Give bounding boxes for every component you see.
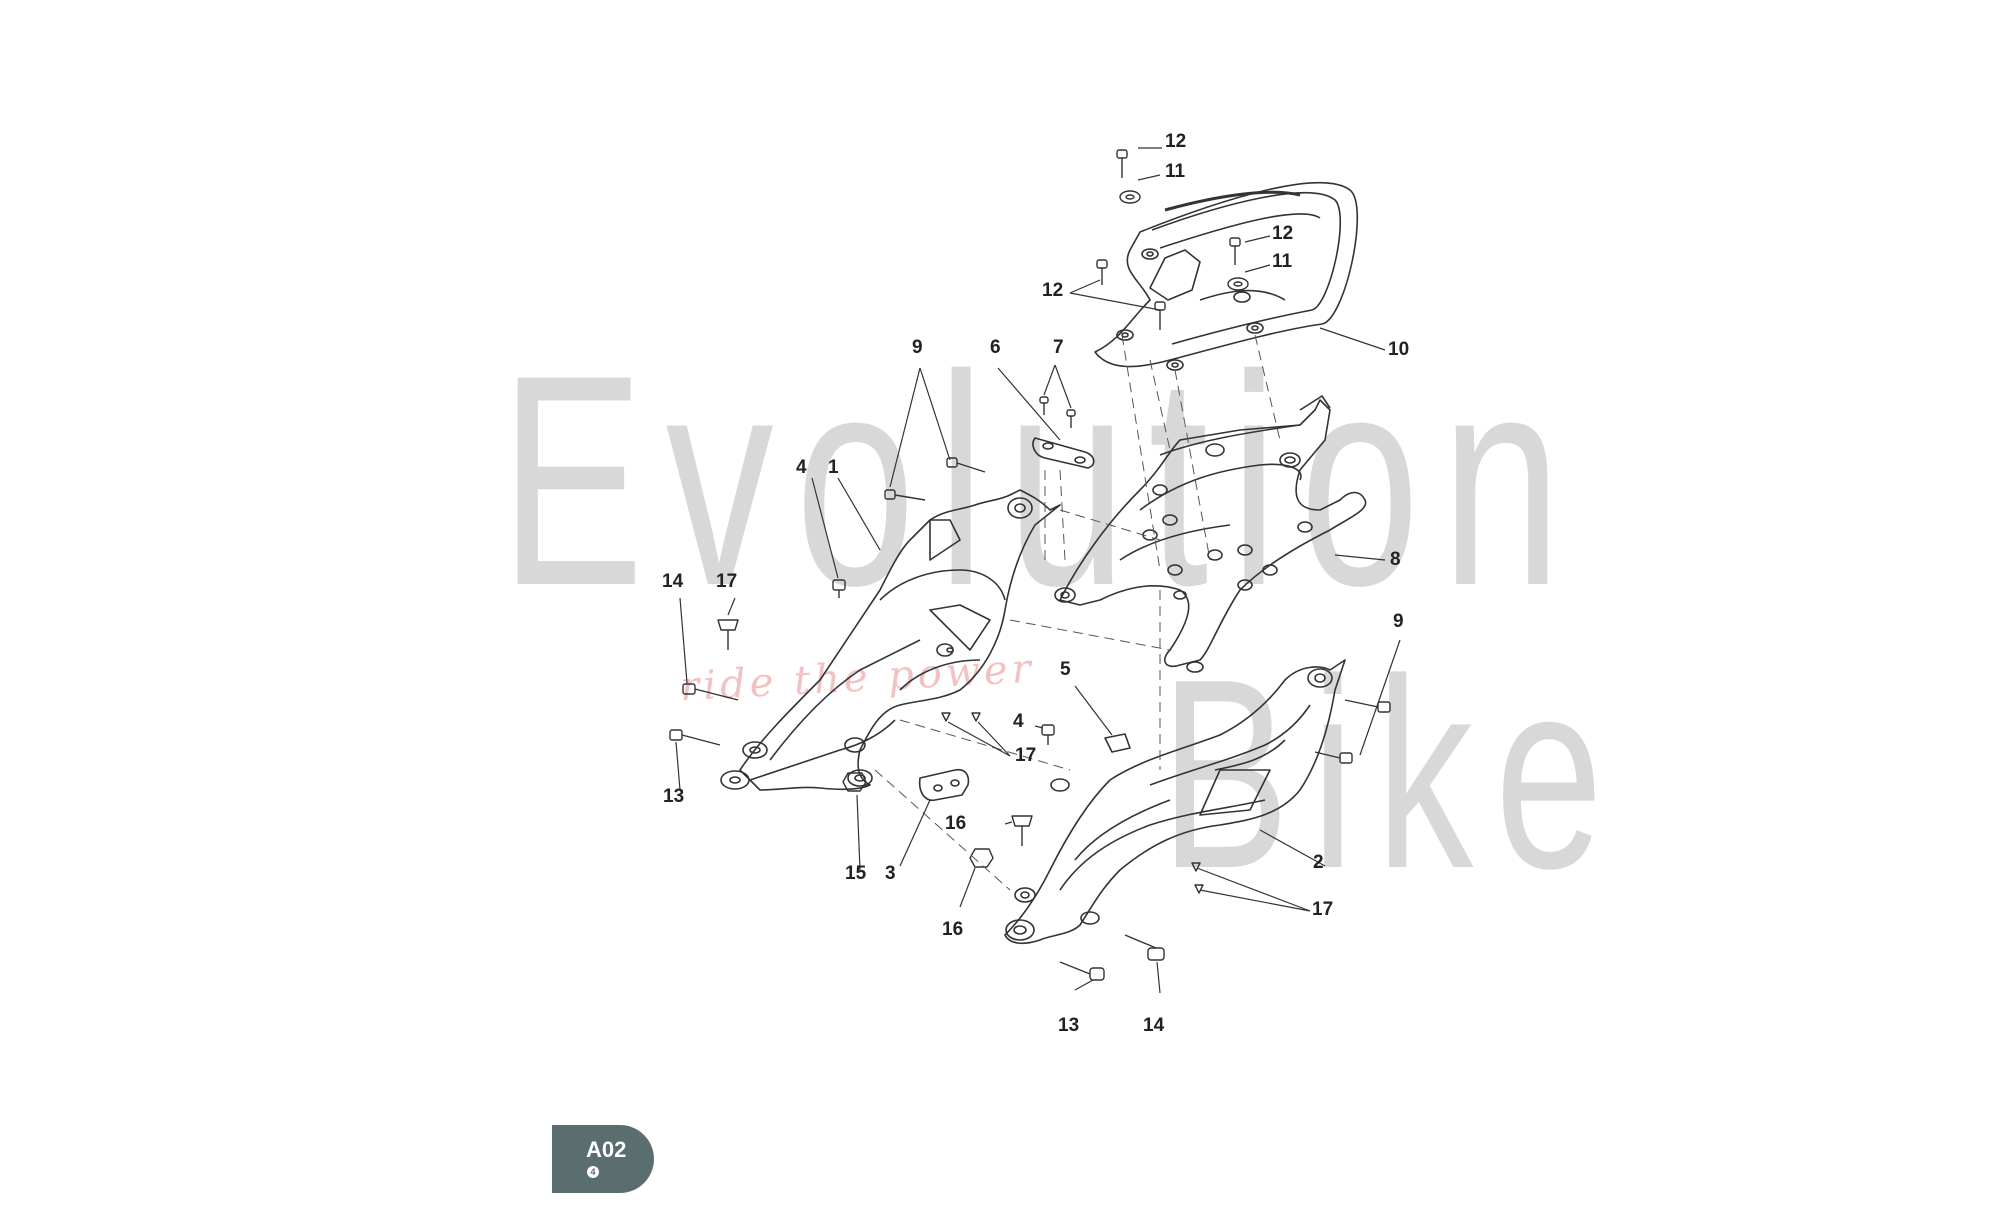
callout-label: 10: [1388, 339, 1410, 360]
callout-label: 1: [828, 457, 839, 478]
leader-lines: [675, 147, 1401, 994]
callout-label: 2: [1313, 852, 1324, 873]
page-number: 4: [587, 1166, 599, 1178]
callout-label: 17: [716, 571, 738, 592]
callout-label: 13: [663, 786, 685, 807]
callout-label: 13: [1058, 1015, 1080, 1036]
assembly-lines: [874, 334, 1281, 891]
diagram-code: A02: [586, 1137, 627, 1162]
plate-part: [1032, 437, 1095, 469]
callout-label: 4: [796, 457, 807, 478]
callout-label: 9: [912, 337, 923, 358]
grab-handle-part: [1094, 181, 1359, 371]
callout-label: 16: [942, 919, 964, 940]
callout-label: 8: [1390, 549, 1401, 570]
callout-label: 15: [845, 863, 867, 884]
fasteners: [669, 149, 1391, 981]
callout-label: 11: [1165, 161, 1186, 182]
callout-label: 7: [1053, 337, 1064, 358]
left-rear-frame-part: [720, 489, 1061, 791]
callout-label: 12: [1165, 131, 1187, 152]
page-badge: A02 4: [552, 1125, 654, 1193]
callout-label: 16: [945, 813, 967, 834]
subframe-top-part: [1054, 395, 1367, 673]
callout-label: 5: [1060, 659, 1071, 680]
bracket-part: [918, 768, 970, 802]
callout-label: 14: [662, 571, 684, 592]
callout-label: 4: [1013, 711, 1024, 732]
callout-label: 17: [1312, 899, 1334, 920]
callout-label: 12: [1042, 280, 1064, 301]
callout-label: 17: [1015, 745, 1037, 766]
callout-label: 14: [1143, 1015, 1165, 1036]
callout-label: 3: [885, 863, 896, 884]
callout-label: 6: [990, 337, 1001, 358]
right-rear-frame-part: [1004, 659, 1346, 945]
callout-label: 11: [1272, 251, 1293, 272]
clip-part: [1104, 733, 1131, 753]
callout-label: 12: [1272, 223, 1294, 244]
callout-label: 9: [1393, 611, 1404, 632]
